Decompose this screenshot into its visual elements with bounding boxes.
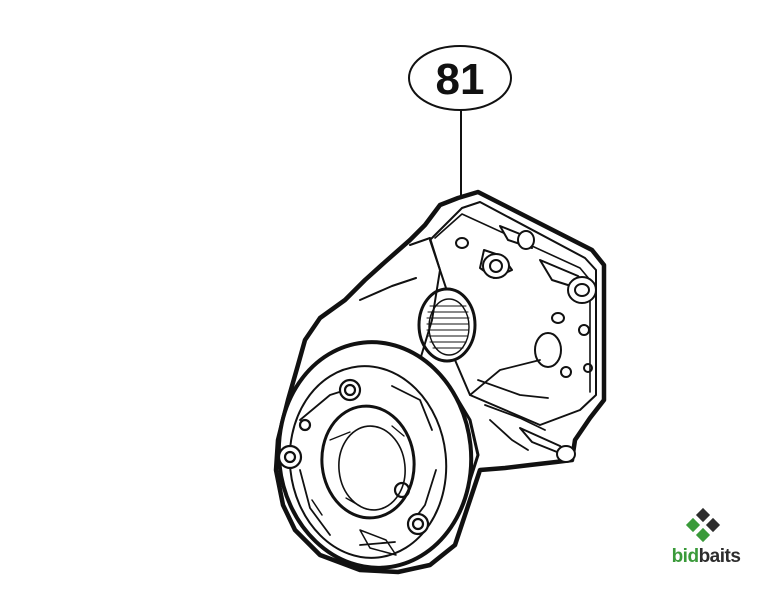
bidbaits-logo: bidbaits <box>664 506 748 570</box>
bidbaits-logo-text: bidbaits <box>664 546 748 568</box>
callout-number: 81 <box>436 55 485 104</box>
housing-part-illustration <box>273 189 607 575</box>
threaded-bore <box>417 287 477 363</box>
flange-screws <box>277 378 430 536</box>
logo-text-baits: baits <box>698 546 741 567</box>
part-callout: 81 <box>408 45 512 198</box>
top-bosses <box>455 225 597 378</box>
ribs <box>469 359 549 451</box>
bidbaits-logo-icon <box>685 507 721 543</box>
central-bore <box>320 404 416 520</box>
side-pin <box>519 427 576 463</box>
logo-text-bid: bid <box>671 546 700 567</box>
flange-detail <box>311 499 397 556</box>
flange-web <box>299 385 437 546</box>
back-block-edge <box>434 213 591 393</box>
